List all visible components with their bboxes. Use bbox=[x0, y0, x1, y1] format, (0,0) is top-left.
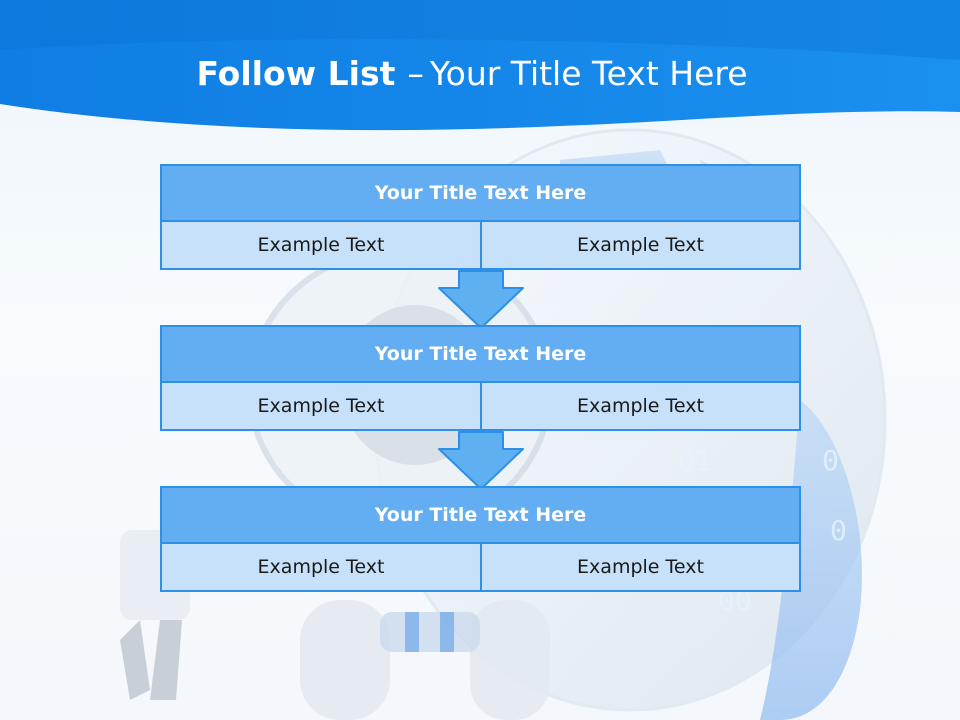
svg-text:0: 0 bbox=[822, 444, 839, 477]
step-row: Example Text Example Text bbox=[160, 220, 801, 270]
slide-title-dash: – bbox=[407, 54, 424, 93]
step-cell-left: Example Text bbox=[160, 381, 482, 431]
step-cell-left: Example Text bbox=[160, 542, 482, 592]
step-row: Example Text Example Text bbox=[160, 381, 801, 431]
slide-title-rest: Your Title Text Here bbox=[429, 54, 748, 93]
step-box-2: Your Title Text Here Example Text Exampl… bbox=[160, 325, 801, 433]
header-wave-banner bbox=[0, 0, 960, 131]
step-box-1: Your Title Text Here Example Text Exampl… bbox=[160, 164, 801, 272]
slide-title: Follow List–Your Title Text Here bbox=[0, 52, 944, 96]
step-box-3: Your Title Text Here Example Text Exampl… bbox=[160, 486, 801, 593]
step-cell-right: Example Text bbox=[480, 220, 801, 270]
step-cell-left: Example Text bbox=[160, 220, 482, 270]
svg-text:0: 0 bbox=[830, 514, 847, 547]
step-title: Your Title Text Here bbox=[160, 325, 801, 383]
step-cell-right: Example Text bbox=[480, 542, 801, 592]
step-cell-right: Example Text bbox=[480, 381, 801, 431]
svg-text:01: 01 bbox=[678, 444, 712, 477]
slide-title-bold: Follow List bbox=[196, 54, 396, 93]
step-row: Example Text Example Text bbox=[160, 542, 801, 592]
down-arrow-icon bbox=[438, 270, 524, 329]
step-title: Your Title Text Here bbox=[160, 486, 801, 544]
step-title: Your Title Text Here bbox=[160, 164, 801, 222]
down-arrow-icon bbox=[438, 431, 524, 490]
